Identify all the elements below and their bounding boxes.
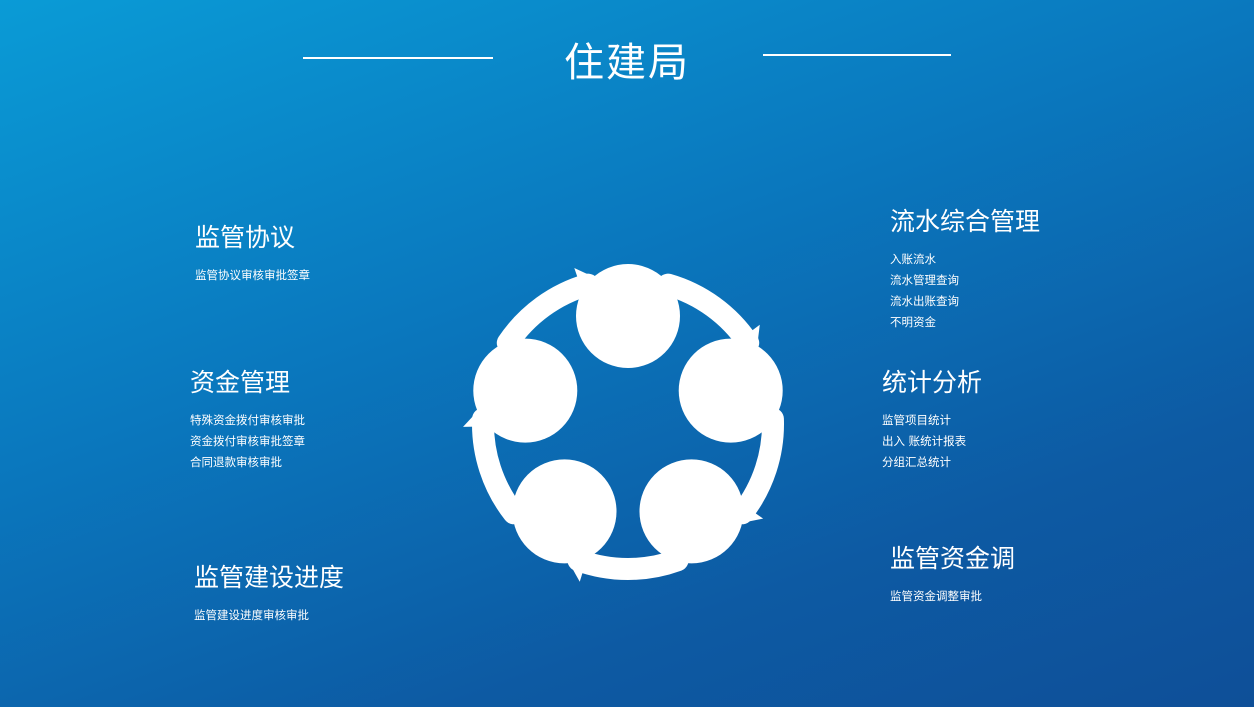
cycle-diagram xyxy=(463,264,784,582)
cycle-arrow-arc xyxy=(731,407,784,525)
section-item: 监管协议审核审批签章 xyxy=(195,268,310,282)
cycle-node xyxy=(512,459,617,564)
cycle-arrow-arc xyxy=(567,549,689,580)
section-heading: 流水综合管理 xyxy=(890,207,1041,236)
section-construction-progress: 监管建设进度 监管建设进度审核审批 xyxy=(194,561,344,626)
cycle-node xyxy=(678,338,783,443)
section-heading: 统计分析 xyxy=(882,368,983,397)
section-item: 流水管理查询 xyxy=(890,273,959,287)
section-flow-management: 流水综合管理 入账流水 流水管理查询 流水出账查询 不明资金 xyxy=(890,205,1040,333)
cycle-arrow-arc xyxy=(656,273,760,354)
section-statistics: 统计分析 监管项目统计 出入 账统计报表 分组汇总统计 xyxy=(882,366,982,473)
cycle-node xyxy=(639,459,744,564)
section-fund-management: 资金管理 特殊资金拨付审核审批 资金拨付审核审批签章 合同退款审核审批 xyxy=(190,366,305,473)
cycle-arrow-arc xyxy=(472,407,525,525)
section-item: 监管项目统计 xyxy=(882,413,951,427)
cycle-node xyxy=(576,264,680,368)
section-item: 特殊资金拨付审核审批 xyxy=(190,413,305,427)
cycle-node xyxy=(473,338,578,443)
title-line-left xyxy=(303,57,493,59)
section-fund-adjustment: 监管资金调 监管资金调整审批 xyxy=(890,542,1015,607)
cycle-arrow-arc xyxy=(496,273,600,354)
title-line-right xyxy=(763,54,951,56)
section-item: 监管资金调整审批 xyxy=(890,589,982,603)
section-item: 合同退款审核审批 xyxy=(190,455,282,469)
section-heading: 监管协议 xyxy=(195,223,296,252)
section-item: 不明资金 xyxy=(890,315,936,329)
section-item: 入账流水 xyxy=(890,252,936,266)
section-supervision-agreement: 监管协议 监管协议审核审批签章 xyxy=(195,221,310,286)
page-title: 住建局 xyxy=(564,40,690,86)
section-item: 资金拨付审核审批签章 xyxy=(190,434,305,448)
section-heading: 监管建设进度 xyxy=(194,563,345,592)
section-item: 出入 账统计报表 xyxy=(882,434,967,448)
section-item: 流水出账查询 xyxy=(890,294,959,308)
section-heading: 资金管理 xyxy=(190,368,291,397)
section-item: 监管建设进度审核审批 xyxy=(194,608,309,622)
section-heading: 监管资金调 xyxy=(890,544,1016,573)
section-item: 分组汇总统计 xyxy=(882,455,951,469)
